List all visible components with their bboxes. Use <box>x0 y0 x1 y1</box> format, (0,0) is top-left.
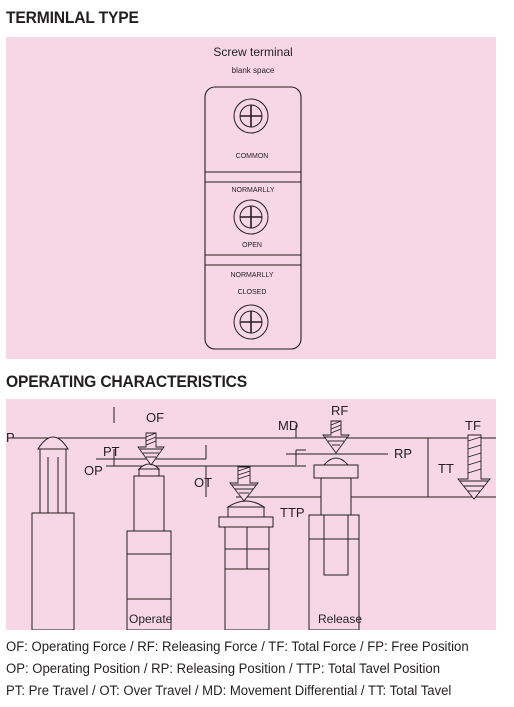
label-release: Release <box>318 612 362 626</box>
normally-label: NORMARLLY <box>231 187 274 194</box>
label-rp: RP <box>394 446 412 461</box>
common-label: COMMON <box>236 153 269 160</box>
label-md: MD <box>278 418 298 433</box>
operating-characteristics-title: OPERATING CHARACTERISTICS <box>6 372 248 391</box>
screw-icon <box>233 199 269 235</box>
label-ot: OT <box>194 475 212 490</box>
arrow-down-icon <box>137 432 165 466</box>
label-tt: TT <box>438 461 454 476</box>
terminal-body <box>204 86 302 350</box>
legend-line: OP: Operating Position / RP: Releasing P… <box>6 661 441 676</box>
label-pt: PT <box>103 444 120 459</box>
label-ttp: TTP <box>280 505 305 520</box>
plunger-free-position <box>31 436 75 631</box>
screw-icon <box>233 304 269 340</box>
legend-line: PT: Pre Travel / OT: Over Travel / MD: M… <box>6 683 452 698</box>
plunger-release <box>308 457 360 631</box>
arrow-down-icon <box>229 466 259 502</box>
arrow-down-icon <box>457 434 491 500</box>
terminal-diagram: Screw terminal blank space COMMON NORMAR… <box>204 45 302 350</box>
blank-space-label: blank space <box>232 66 275 75</box>
label-operate: Operate <box>129 612 173 626</box>
terminal-panel: Screw terminal blank space COMMON NORMAR… <box>6 37 496 359</box>
plunger-total-travel <box>218 500 274 631</box>
label-tf: TF <box>465 418 481 433</box>
operating-panel: P OF PT OP OT MD RF RP TTP TF TT Operate… <box>6 399 496 631</box>
normally-label: NORMARLLY <box>230 272 273 279</box>
label-op: OP <box>84 463 103 478</box>
label-of: OF <box>146 410 164 425</box>
label-rf: RF <box>331 403 348 418</box>
plunger-operate <box>126 463 172 631</box>
terminal-type-title: TERMINLAL TYPE <box>6 8 139 27</box>
arrow-down-icon <box>322 420 350 454</box>
screw-terminal-label: Screw terminal <box>213 45 292 59</box>
operating-diagram: P OF PT OP OT MD RF RP TTP TF TT Operate… <box>6 403 496 631</box>
label-p: P <box>6 430 15 445</box>
closed-label: CLOSED <box>238 289 267 296</box>
open-label: OPEN <box>242 242 262 249</box>
legend-line: OF: Operating Force / RF: Releasing Forc… <box>6 639 469 654</box>
screw-icon <box>233 98 269 134</box>
